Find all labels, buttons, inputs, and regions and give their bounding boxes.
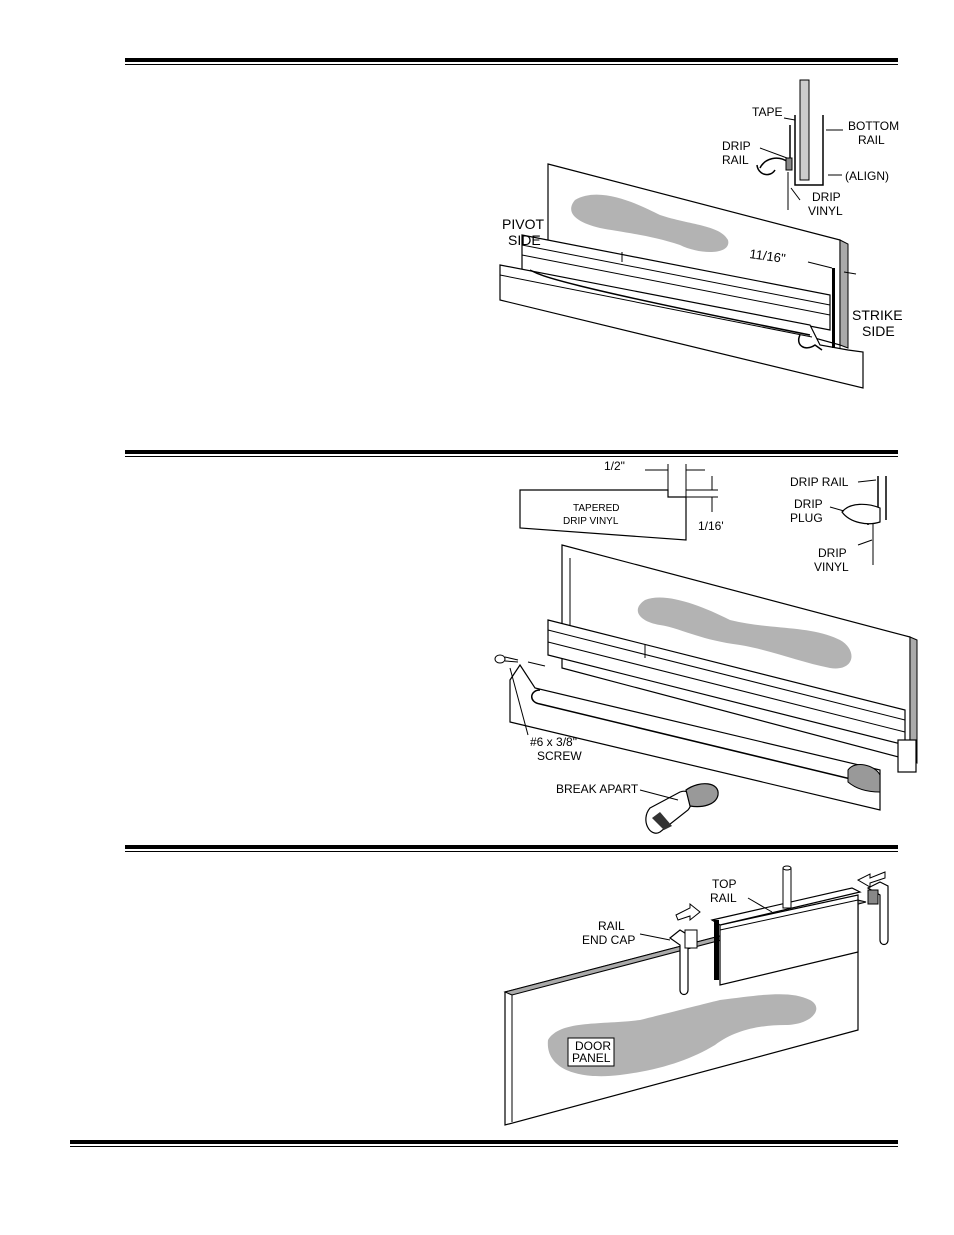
label-screw-line2: SCREW xyxy=(537,749,582,763)
label-drip-plug-line2: PLUG xyxy=(790,511,823,525)
panel-edge xyxy=(840,240,848,348)
label-drip-vinyl-line2: VINYL xyxy=(808,204,843,218)
label-break-apart: BREAK APART xyxy=(556,782,639,796)
label-tapered-line2: DRIP VINYL xyxy=(563,516,619,527)
label-pivot-side-line1: PIVOT xyxy=(502,216,544,232)
label-tapered-line1: TAPERED xyxy=(573,503,620,514)
label-end-cap-line1: RAIL xyxy=(598,919,625,933)
label-drip-vinyl2-line2: VINYL xyxy=(814,560,849,574)
label-align: (ALIGN) xyxy=(845,169,889,183)
label-bottom-rail-line1: BOTTOM xyxy=(848,119,899,133)
arrow-right-icon xyxy=(676,904,700,920)
label-bottom-rail-line2: RAIL xyxy=(858,133,885,147)
drip-plug-break-apart-icon xyxy=(646,784,718,834)
label-half-inch: 1/2" xyxy=(604,459,625,473)
figure-1-bottom-rail-install: TAPE BOTTOM RAIL DRIP RAIL (ALIGN) DRIP … xyxy=(500,80,903,388)
label-strike-side-line2: SIDE xyxy=(862,323,895,339)
label-top-rail-line1: TOP xyxy=(712,877,736,891)
rail-end-cap-right xyxy=(868,882,888,945)
label-pivot-side-line2: SIDE xyxy=(508,232,541,248)
label-screw-line1: #6 x 3/8" xyxy=(530,735,577,749)
label-strike-side-line1: STRIKE xyxy=(852,307,903,323)
figure-2-drip-vinyl-install: 1/2" 1/16' TAPERED DRIP VINYL DRIP RAIL … xyxy=(495,459,917,833)
label-end-cap-line2: END CAP xyxy=(582,933,635,947)
label-drip-rail-line1: DRIP xyxy=(722,139,751,153)
label-drip-vinyl-line1: DRIP xyxy=(812,190,841,204)
tapered-drip-vinyl xyxy=(520,490,686,540)
label-drip-rail-line2: RAIL xyxy=(722,153,749,167)
label-door-line2: PANEL xyxy=(572,1051,611,1065)
label-drip-vinyl2-line1: DRIP xyxy=(818,546,847,560)
label-drip-plug-line1: DRIP xyxy=(794,497,823,511)
label-drip-rail: DRIP RAIL xyxy=(790,475,849,489)
label-sixteenth: 1/16' xyxy=(698,519,724,533)
label-top-rail-line2: RAIL xyxy=(710,891,737,905)
label-tape: TAPE xyxy=(752,105,782,119)
figure-3-top-rail-install: DOOR PANEL TOP RAIL RAIL END CAP xyxy=(505,866,888,1125)
